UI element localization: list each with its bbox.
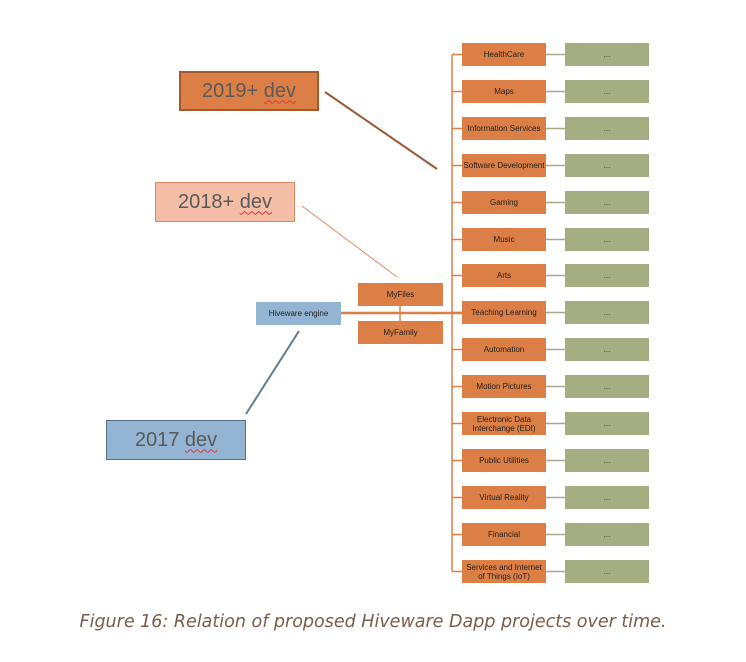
era-2017-year: 2017: [134, 428, 180, 451]
category-box: Financial: [462, 523, 546, 546]
category-box: Arts: [462, 264, 546, 287]
category-detail-box: ...: [565, 560, 649, 583]
pointer-2017: [245, 330, 300, 415]
category-box: Virtual Reality: [462, 486, 546, 509]
category-detail-box: ...: [565, 486, 649, 509]
era-2017-word: dev: [184, 428, 218, 451]
category-box: Electronic Data Interchange (EDI): [462, 412, 546, 435]
category-box: Teaching Learning: [462, 301, 546, 324]
category-detail-box: ...: [565, 117, 649, 140]
myfiles-box: MyFiles: [358, 283, 443, 306]
era-2019-word: dev: [263, 79, 296, 102]
category-box: Services and Internet of Things (IoT): [462, 560, 546, 583]
category-detail-box: ...: [565, 449, 649, 472]
figure-caption: Figure 16: Relation of proposed Hiveware…: [79, 612, 667, 632]
category-detail-box: ...: [565, 191, 649, 214]
hiveware-engine-box: Hiveware engine: [256, 302, 341, 325]
category-detail-box: ...: [565, 338, 649, 361]
category-detail-box: ...: [565, 80, 649, 103]
category-box: Maps: [462, 80, 546, 103]
category-box: Automation: [462, 338, 546, 361]
category-box: Information Services: [462, 117, 546, 140]
category-box: HealthCare: [462, 43, 546, 66]
category-box: Software Development: [462, 154, 546, 177]
category-detail-box: ...: [565, 412, 649, 435]
myfamily-box: MyFamily: [358, 321, 443, 344]
era-2018-year: 2018+: [178, 190, 235, 213]
era-2018-word: dev: [239, 190, 272, 213]
category-detail-box: ...: [565, 523, 649, 546]
pointer-2018: [301, 205, 398, 278]
category-box: Music: [462, 228, 546, 251]
era-2017-label: 2017 dev: [106, 420, 246, 460]
era-2019-year: 2019+: [202, 79, 259, 102]
category-box: Motion Pictures: [462, 375, 546, 398]
era-2018-label: 2018+ dev: [155, 182, 295, 222]
category-detail-box: ...: [565, 228, 649, 251]
category-detail-box: ...: [565, 264, 649, 287]
category-box: Public Utilities: [462, 449, 546, 472]
era-2019-label: 2019+ dev: [179, 71, 319, 111]
category-detail-box: ...: [565, 43, 649, 66]
category-box: Gaming: [462, 191, 546, 214]
category-detail-box: ...: [565, 301, 649, 324]
pointer-2019: [324, 91, 438, 170]
category-detail-box: ...: [565, 375, 649, 398]
category-detail-box: ...: [565, 154, 649, 177]
